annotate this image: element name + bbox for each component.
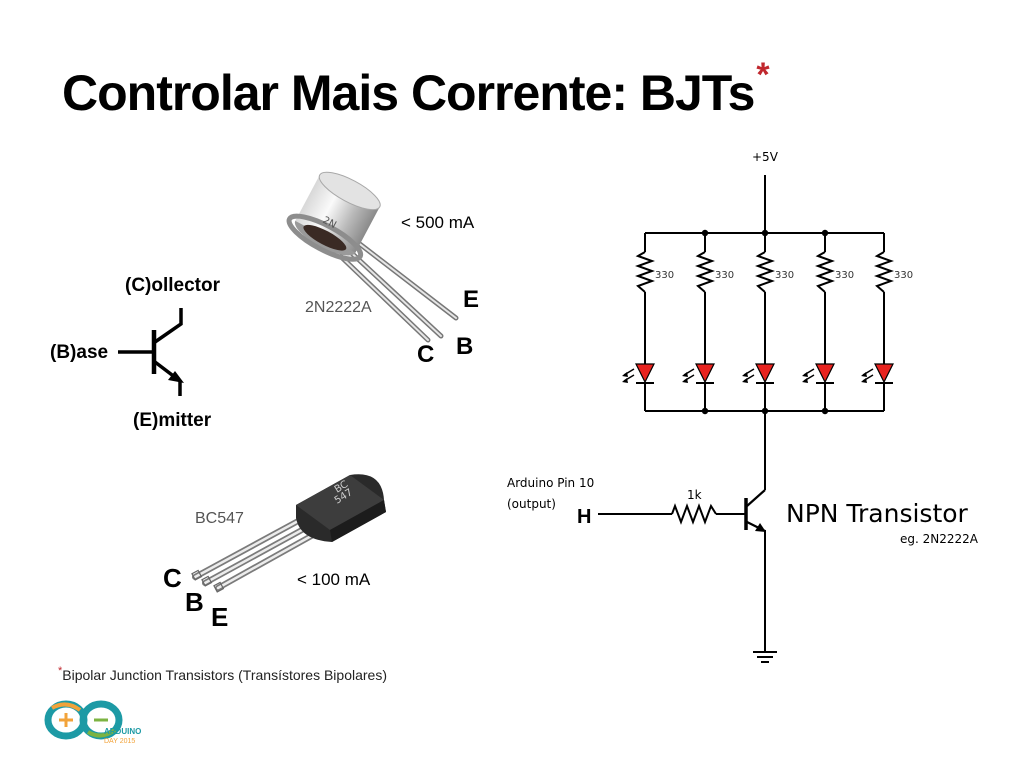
slide-title: Controlar Mais Corrente: BJTs* xyxy=(62,56,770,122)
to18-pin-c: C xyxy=(417,341,435,368)
footnote: *Bipolar Junction Transistors (Transísto… xyxy=(58,665,387,683)
title-asterisk: * xyxy=(756,56,769,94)
input-label-line2: (output) xyxy=(507,497,556,511)
to18-pin-e: E xyxy=(463,286,480,313)
emitter-label: (E)mitter xyxy=(133,410,212,431)
to92-current-label: < 100 mA xyxy=(297,570,371,589)
npn-transistor-example: eg. 2N2222A xyxy=(900,532,979,546)
to18-current-label: < 500 mA xyxy=(401,213,475,232)
npn-transistor-title: NPN Transistor xyxy=(786,499,969,528)
led-2 xyxy=(695,363,715,384)
input-level-label: H xyxy=(577,506,591,528)
led-branch-3: 330 xyxy=(742,233,794,411)
logo-text-line1: ARDUINO xyxy=(104,727,141,736)
collector-label: (C)ollector xyxy=(125,275,220,296)
resistor-3 xyxy=(755,251,775,293)
to18-pin-b: B xyxy=(456,333,474,360)
led-branch-2: 330 xyxy=(682,233,734,411)
to92-pin-c: C xyxy=(163,563,182,593)
resistor-4 xyxy=(815,251,835,293)
resistor-value-label: 330 xyxy=(775,270,794,281)
led-5 xyxy=(874,363,894,384)
led-1 xyxy=(635,363,655,384)
resistor-value-label: 330 xyxy=(655,270,674,281)
to92-part-number: BC547 xyxy=(195,510,244,527)
led-branch-1: 330 xyxy=(622,233,674,411)
resistor-value-label: 330 xyxy=(894,270,913,281)
resistor-5 xyxy=(874,251,894,293)
to18-part-number: 2N2222A xyxy=(305,299,372,316)
input-label-line1: Arduino Pin 10 xyxy=(507,476,594,490)
supply-label: +5V xyxy=(752,150,779,164)
resistor-1 xyxy=(635,251,655,293)
base-label: (B)ase xyxy=(50,342,109,363)
led-3 xyxy=(755,363,775,384)
to92-pin-b: B xyxy=(185,587,204,617)
base-resistor-label: 1k xyxy=(687,488,702,502)
footnote-text: Bipolar Junction Transistors (Transístor… xyxy=(62,667,387,683)
led-4 xyxy=(815,363,835,384)
resistor-value-label: 330 xyxy=(835,270,854,281)
led-branch-4: 330 xyxy=(802,233,854,411)
slide-title-text: Controlar Mais Corrente: BJTs xyxy=(62,65,755,121)
to92-pin-e: E xyxy=(211,602,229,632)
infinity-symbol-icon xyxy=(44,700,123,740)
resistor-value-label: 330 xyxy=(715,270,734,281)
led-branch-5: 330 xyxy=(861,233,913,411)
logo-text-line2: DAY 2015 xyxy=(104,738,135,745)
resistor-2 xyxy=(695,251,715,293)
footnote-asterisk: * xyxy=(58,665,63,677)
